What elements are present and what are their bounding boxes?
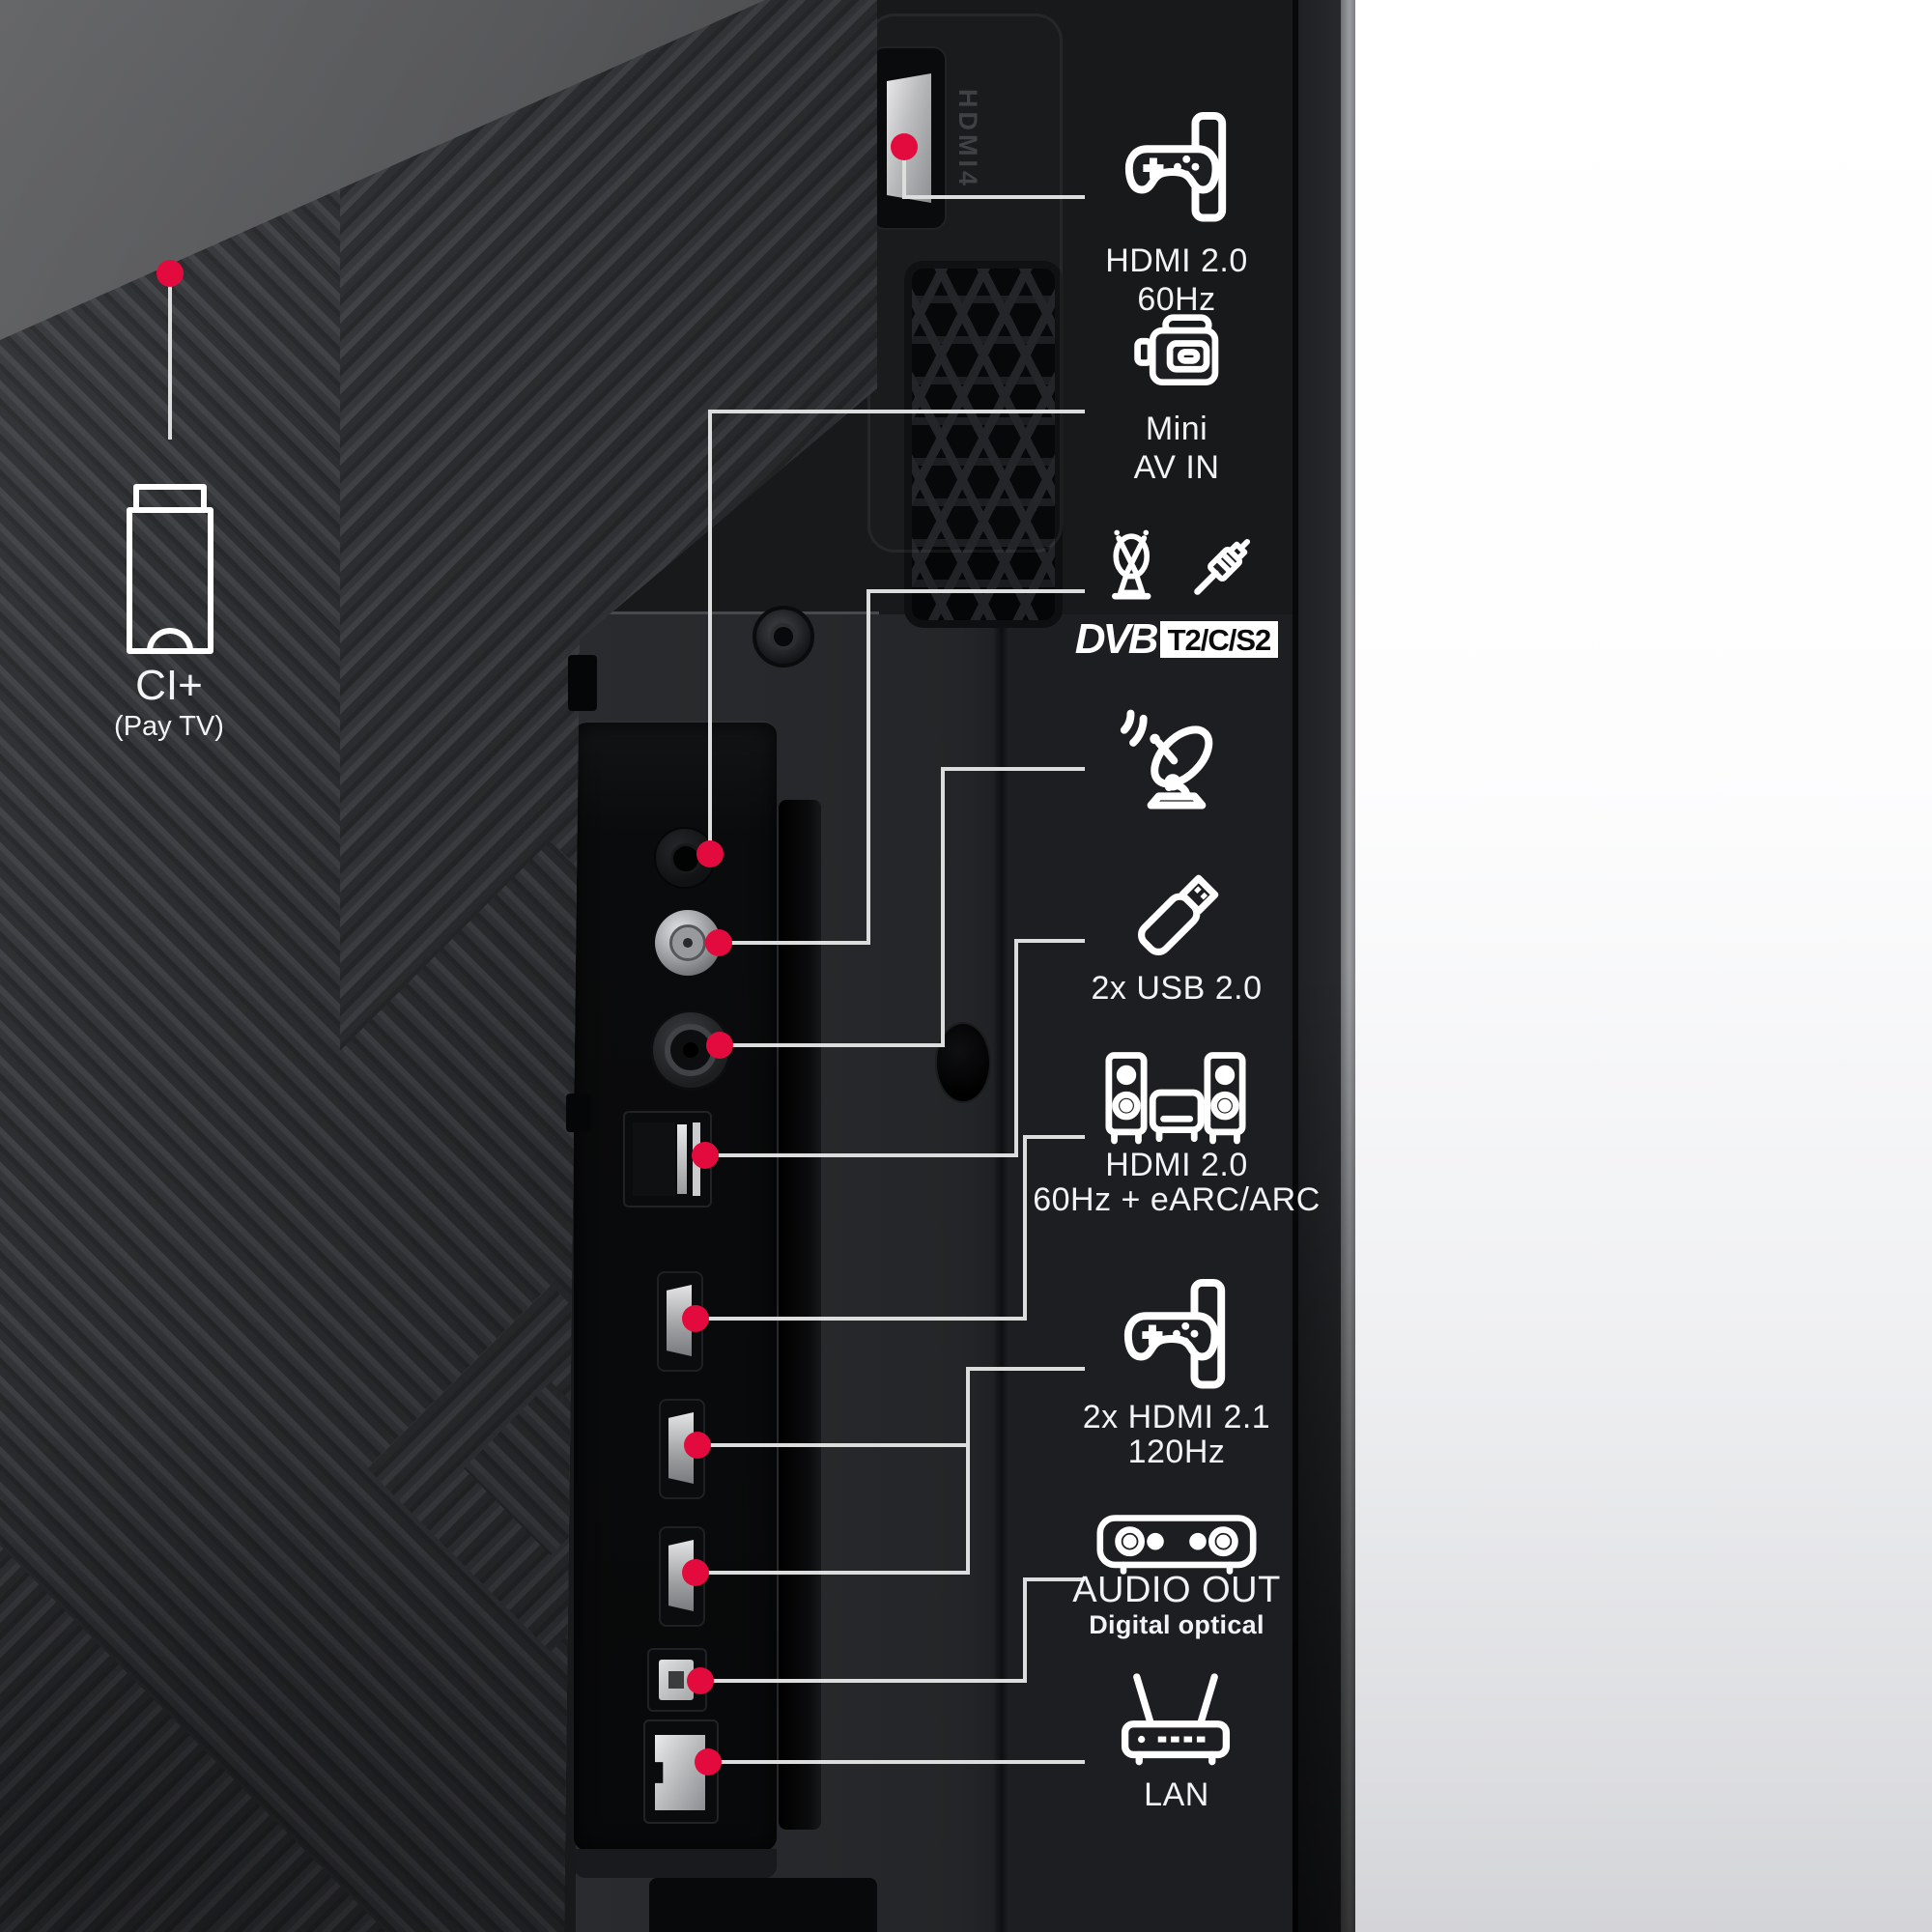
callout-line-hdmi21 <box>696 1571 970 1575</box>
callout-line-av <box>708 410 1085 413</box>
bottom-foot <box>649 1878 877 1932</box>
antenna-icon <box>1090 524 1180 614</box>
callout-line-ci <box>168 285 172 440</box>
marker-dot-usb <box>692 1142 719 1169</box>
callout-line1: 2x HDMI 2.1 <box>1082 1399 1271 1435</box>
satellite-dish-icon <box>1113 703 1240 831</box>
callout-line-hdmi4 <box>902 147 906 197</box>
marker-dot-hdmi1 <box>682 1305 709 1332</box>
callout-line-dvb <box>867 589 1085 593</box>
camcorder-icon <box>1124 311 1233 404</box>
marker-dot-hdmi4 <box>891 133 918 160</box>
usb-stick-icon <box>1118 860 1234 976</box>
dvb-logo-badge: T2/C/S2 <box>1159 621 1279 658</box>
callout-line-earc <box>1023 1135 1085 1139</box>
callout-line-usb <box>705 1153 1018 1157</box>
ports-bay-lip <box>574 1849 777 1878</box>
edge-clip <box>566 1094 591 1132</box>
callout-line1: LAN <box>1144 1776 1209 1813</box>
ci-label-block: CI+ (Pay TV) <box>24 663 314 744</box>
callout-hdmi21: 2x HDMI 2.1 120Hz <box>1027 1400 1326 1469</box>
callout-hdmi20-60hz: HDMI 2.0 60Hz <box>1027 242 1326 319</box>
callout-line-lan <box>708 1760 1085 1764</box>
callout-line1: HDMI 2.0 <box>1105 242 1248 279</box>
callout-line-usb <box>1014 939 1018 1157</box>
callout-line2: AV IN <box>1133 449 1220 486</box>
soundbar-icon <box>1092 1503 1262 1586</box>
tv-back-panel: HDMI4 <box>0 0 1355 1932</box>
callout-line-earc <box>696 1317 1027 1321</box>
game-console-icon <box>1113 1275 1240 1403</box>
marker-dot-av <box>696 840 724 867</box>
marker-dot-hdmi3 <box>682 1559 709 1586</box>
ci-card-icon <box>122 483 218 657</box>
callout-line-audio <box>1023 1577 1027 1683</box>
panel-groove <box>779 800 821 1830</box>
callout-line-usb <box>1014 939 1085 943</box>
antenna-rf-port <box>650 1009 731 1091</box>
speaker-system-icon <box>1094 1046 1258 1154</box>
marker-dot-sat <box>705 929 732 956</box>
callout-line-hdmi4 <box>902 195 1085 199</box>
tv-side-edge-shade <box>1293 0 1355 1932</box>
callout-line-dvb <box>867 589 870 945</box>
callout-line-audio <box>1023 1577 1085 1581</box>
edge-clip <box>568 655 597 711</box>
callout-line-satellite <box>720 1043 945 1047</box>
callout-line-hdmi21 <box>966 1367 970 1575</box>
callout-usb: 2x USB 2.0 <box>1027 969 1326 1008</box>
vent-grille <box>904 261 1063 628</box>
callout-line-hdmi21 <box>966 1367 1085 1371</box>
ci-subtitle: (Pay TV) <box>114 711 224 742</box>
callout-line2: Digital optical <box>1089 1610 1264 1639</box>
callout-line-satellite <box>941 767 1085 771</box>
callout-line-earc <box>1023 1135 1027 1321</box>
callout-audio-out: AUDIO OUT Digital optical <box>1008 1571 1346 1640</box>
callout-line2: 60Hz <box>1137 281 1216 318</box>
screw-boss <box>753 606 814 668</box>
rca-cable-icon <box>1175 522 1267 614</box>
router-icon <box>1111 1658 1240 1772</box>
dvb-logo: DVB T2/C/S2 <box>1027 618 1326 661</box>
callout-line2: 60Hz + eARC/ARC <box>1033 1181 1321 1218</box>
callout-line-dvb <box>719 941 870 945</box>
callout-hdmi-earc: HDMI 2.0 60Hz + eARC/ARC <box>1008 1148 1346 1217</box>
callout-line-av <box>708 410 712 856</box>
marker-dot-ci <box>156 260 184 287</box>
panel-shade-divide <box>993 614 1009 1932</box>
ci-title: CI+ <box>135 662 203 709</box>
marker-dot-optical <box>687 1667 714 1694</box>
dvb-logo-text: DVB <box>1074 615 1159 663</box>
hdmi4-port-label: HDMI4 <box>953 89 982 190</box>
game-console-icon <box>1114 108 1241 236</box>
callout-mini-av-in: Mini AV IN <box>1027 410 1326 487</box>
callout-line1: AUDIO OUT <box>1072 1570 1281 1610</box>
callout-line-hdmi21 <box>697 1443 970 1447</box>
callout-line1: HDMI 2.0 <box>1105 1147 1248 1183</box>
callout-line-satellite <box>941 767 945 1047</box>
callout-lan: LAN <box>1027 1776 1326 1814</box>
marker-dot-rf <box>706 1032 733 1059</box>
panel-edge-highlight <box>576 611 879 614</box>
callout-line1: Mini <box>1145 411 1208 447</box>
callout-line1: 2x USB 2.0 <box>1091 970 1263 1007</box>
marker-dot-lan <box>695 1748 722 1776</box>
callout-line-audio <box>700 1679 1027 1683</box>
marker-dot-hdmi2 <box>684 1432 711 1459</box>
callout-line2: 120Hz <box>1127 1434 1226 1470</box>
